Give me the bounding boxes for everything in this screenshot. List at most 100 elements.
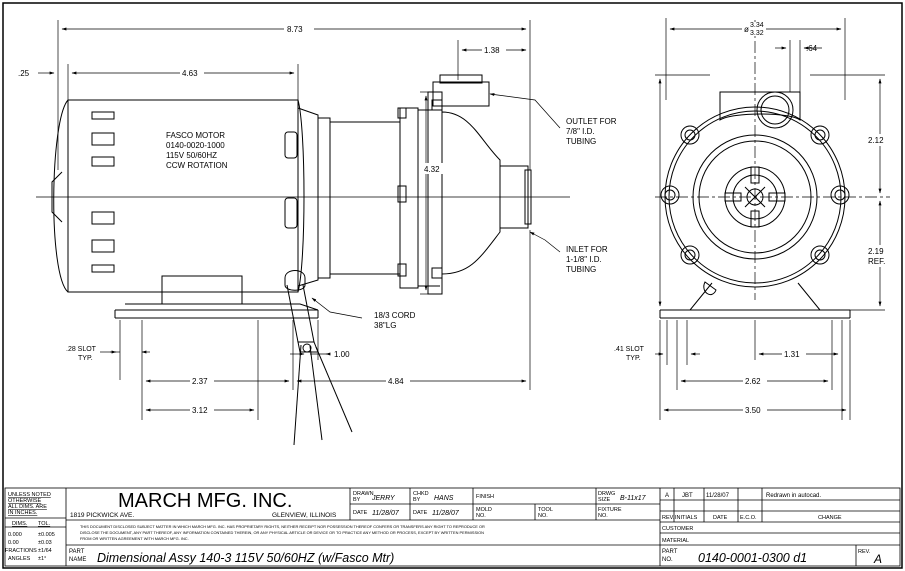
drwg-size: B-11x17 [620, 495, 647, 502]
fixture-label-2: NO. [598, 513, 608, 519]
dim-slot-left-typ: TYP. [78, 355, 93, 362]
end-view-dimensions [655, 18, 885, 420]
dim-slot-left: .28 SLOT [66, 346, 97, 353]
drawn-label-2: BY [353, 497, 361, 503]
outlet-note-2: 7/8" I.D. [566, 127, 595, 136]
dim-motor-length: 4.63 [182, 69, 198, 78]
dim-upper-height: 2.12 [868, 136, 884, 145]
tol-row-4-a: ANGLES [8, 556, 31, 562]
chkd-label-1: CHKD [413, 491, 429, 497]
part-name-label-1: PART [69, 549, 85, 555]
tol-header: TOL. [38, 521, 51, 527]
dim-outlet-offset: 1.38 [484, 46, 500, 55]
part-name-label-2: NAME [69, 557, 86, 563]
outlet-note-3: TUBING [566, 137, 596, 146]
inlet-note-3: TUBING [566, 265, 596, 274]
end-view [655, 20, 890, 319]
date-1: 11/28/07 [372, 510, 400, 517]
drawn-by: JERRY [371, 495, 396, 502]
motor-note-1: FASCO MOTOR [166, 131, 225, 140]
inlet-note-2: 1-1/8" I.D. [566, 255, 602, 264]
rev-header-initials: INITIALS [675, 515, 698, 521]
dim-cord-offset: 1.00 [334, 350, 350, 359]
date-label-1: DATE [353, 510, 368, 516]
rev-header-change: CHANGE [818, 515, 842, 521]
mold-label-1: MOLD [476, 507, 492, 513]
rev-label: REV. [858, 549, 871, 555]
finish-label: FINISH [476, 494, 494, 500]
dim-overall-length: 8.73 [287, 25, 303, 34]
unless-noted-4: IN INCHES. [8, 510, 38, 516]
disclaimer-3: FROM OR WRITTEN AGREEMENT WITH MARCH MFG… [80, 536, 189, 541]
fixture-label-1: FIXTURE [598, 507, 622, 513]
rev-header-rev: REV. [662, 515, 675, 521]
dim-base-4-84: 4.84 [388, 377, 404, 386]
dim-base-3-12: 3.12 [192, 406, 208, 415]
dimension-labels: 8.73 1.38 .25 4.63 4.32 .28 SLOT TYP. 1.… [18, 22, 894, 415]
dim-base-2-37: 2.37 [192, 377, 208, 386]
title-block [4, 487, 901, 567]
dim-outlet-dia-mark: ø [744, 25, 749, 34]
tool-label-2: NO. [538, 513, 548, 519]
motor-note-2: 0140-0020-1000 [166, 141, 225, 150]
customer-label: CUSTOMER [662, 526, 693, 532]
cord-note-1: 18/3 CORD [374, 311, 416, 320]
company-name: MARCH MFG. INC. [118, 490, 292, 512]
part-no-label-2: NO. [662, 557, 673, 563]
cord-note-2: 38"LG [374, 321, 396, 330]
drwg-size-label-1: DRWG [598, 491, 615, 497]
tool-label-1: TOOL [538, 507, 553, 513]
outlet-note-1: OUTLET FOR [566, 117, 617, 126]
tol-row-1-b: ±0.005 [38, 532, 55, 538]
dim-front-overhang: .25 [18, 69, 30, 78]
tol-row-3-b: ±1/64 [38, 548, 52, 554]
date-label-2: DATE [413, 510, 428, 516]
notes: FASCO MOTOR 0140-0020-1000 115V 50/60HZ … [166, 117, 617, 330]
rev-row-rev: A [665, 493, 669, 499]
motor-note-3: 115V 50/60HZ [166, 151, 217, 160]
date-2: 11/28/07 [432, 510, 460, 517]
dim-width-2-62: 2.62 [745, 377, 761, 386]
disclaimer-2: DISCLOSE THE DOCUMENT, ANY PART THEREOF,… [80, 530, 484, 535]
drwg-size-label-2: SIZE [598, 497, 611, 503]
title-block-text: UNLESS NOTED OTHERWISE ALL DIMS. ARE IN … [5, 490, 882, 566]
dim-outlet-64: .64 [806, 44, 818, 53]
chkd-by: HANS [434, 495, 454, 502]
dim-lower-height: 2.19 [868, 247, 884, 256]
dim-height: 4.32 [424, 165, 440, 174]
drawn-label-1: DRAWN [353, 491, 374, 497]
mold-label-2: NO. [476, 513, 486, 519]
dim-slot-1-31: 1.31 [784, 350, 800, 359]
rev-header-eco: E.C.O. [740, 515, 757, 521]
tol-row-2-b: ±0.03 [38, 540, 52, 546]
dim-width-3-50: 3.50 [745, 406, 761, 415]
chkd-label-2: BY [413, 497, 421, 503]
inlet-note-1: INLET FOR [566, 245, 608, 254]
company-address: 1819 PICKWICK AVE. [70, 512, 134, 519]
dim-slot-right-typ: TYP. [626, 355, 641, 362]
material-label: MATERIAL [662, 538, 689, 544]
tol-row-2-a: 0.00 [8, 540, 19, 546]
tol-row-4-b: ±1° [38, 556, 46, 562]
motor-note-4: CCW ROTATION [166, 161, 228, 170]
unless-noted-1: UNLESS NOTED [8, 492, 51, 498]
part-name: Dimensional Assy 140-3 115V 50/60HZ (w/F… [97, 551, 394, 565]
dim-outlet-dia-bot: 3.32 [750, 30, 764, 37]
rev-row-date: 11/28/07 [706, 493, 730, 499]
dims-header: DIMS. [12, 521, 28, 527]
disclaimer-1: THIS DOCUMENT DISCLOSED SUBJECT MATTER I… [80, 524, 485, 529]
unless-noted-3: ALL DIMS. ARE [8, 504, 47, 510]
tol-row-3-a: FRACTIONS [5, 548, 37, 554]
company-city: GLENVIEW, ILLINOIS [272, 512, 337, 519]
rev-value: A [873, 552, 882, 566]
tol-row-1-a: 0.000 [8, 532, 22, 538]
part-no: 0140-0001-0300 d1 [698, 551, 807, 565]
dim-slot-right: .41 SLOT [614, 346, 645, 353]
dim-outlet-dia-top: 3.34 [750, 22, 764, 29]
dim-lower-height-ref: REF. [868, 257, 885, 266]
unless-noted-2: OTHERWISE [8, 498, 42, 504]
side-view [36, 74, 570, 446]
rev-row-change: Redrawn in autocad. [766, 493, 821, 499]
